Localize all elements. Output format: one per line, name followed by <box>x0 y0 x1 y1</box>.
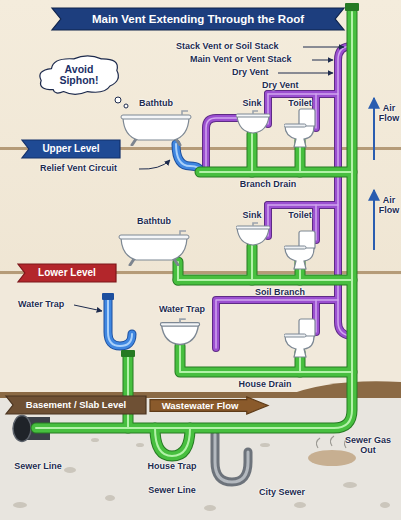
drain-pipe-outline <box>36 12 352 456</box>
vent-pipe <box>206 46 352 348</box>
callout-cloud-outline <box>40 56 119 94</box>
vent-pipe-outline <box>206 46 352 348</box>
node-text: Main Vent Extending Through the Roof <box>92 13 304 25</box>
part-label: City Sewer <box>259 488 305 498</box>
stone <box>91 438 99 442</box>
toilet-fixture <box>284 109 315 147</box>
leader-line <box>278 73 333 74</box>
part-label: Bathtub <box>139 99 173 109</box>
sink-fixture <box>236 111 270 133</box>
part-label: Branch Drain <box>240 180 297 190</box>
drain-pipe <box>36 12 352 456</box>
node-text: Lower Level <box>38 268 96 279</box>
part-label: Sewer Gas Out <box>342 436 394 456</box>
trap-cap <box>102 293 114 300</box>
stone <box>380 502 390 508</box>
city-sewer-trap-shine <box>215 434 248 482</box>
bathtub-fixture <box>119 231 189 265</box>
air-flow-arrow <box>373 190 375 250</box>
node-text: Upper Level <box>42 144 99 155</box>
basin-fixture <box>160 319 199 344</box>
part-label: Air Flow <box>377 104 401 124</box>
node-text: Wastewater Flow <box>162 401 239 411</box>
level-band: Basement / Slab Level <box>6 396 146 414</box>
stone <box>204 505 216 511</box>
part-label: Soil Branch <box>255 288 305 298</box>
city-sewer-trap <box>215 434 248 482</box>
leader-line <box>74 305 102 311</box>
sink-fixture <box>236 223 270 245</box>
toilet-fixture <box>284 231 315 269</box>
trap-pipe-shine <box>108 144 200 346</box>
stone <box>294 502 306 508</box>
vent-banner-outline <box>52 8 344 30</box>
trap-pipe <box>108 144 200 346</box>
ground <box>0 395 401 520</box>
part-label: Dry Vent <box>262 81 299 91</box>
toilet-fixture <box>284 319 315 357</box>
part-label: Water Trap <box>159 305 205 315</box>
thought-bubble <box>124 104 128 108</box>
drain-pipe-shine <box>36 12 352 456</box>
trap-pipe-outline <box>108 144 200 346</box>
part-label: Dry Vent <box>232 68 269 78</box>
part-label: Main Vent or Vent Stack <box>190 55 292 65</box>
vent-pipe-shine <box>206 46 352 348</box>
part-label: House Drain <box>238 380 291 390</box>
leader-line <box>303 47 344 48</box>
part-label: Sink <box>242 211 261 221</box>
part-label: Sink <box>242 99 261 109</box>
stone <box>136 443 144 447</box>
thought-bubble <box>115 97 121 103</box>
gas-wisps <box>316 436 348 448</box>
flow-arrow: Wastewater Flow <box>150 397 268 414</box>
bathtub-fixture <box>121 111 191 145</box>
callout-cloud: Avoid Siphon! <box>36 52 122 98</box>
part-label: Air Flow <box>377 196 401 216</box>
stone <box>13 502 27 508</box>
flow-arrow-outline <box>150 397 268 414</box>
stone <box>343 482 357 488</box>
part-label: Stack Vent or Soil Stack <box>176 42 279 52</box>
part-label: Toilet <box>288 211 311 221</box>
stone <box>64 467 76 473</box>
part-label: Water Trap <box>18 300 64 310</box>
leader-line <box>312 60 333 61</box>
node-text: Avoid Siphon! <box>51 64 107 86</box>
stone <box>105 495 115 501</box>
part-label: Relief Vent Circuit <box>40 164 117 174</box>
dirt-mound <box>286 381 401 398</box>
level-band: Lower Level <box>18 264 116 282</box>
level-band-outline <box>18 264 116 282</box>
vent-banner: Main Vent Extending Through the Roof <box>52 8 344 30</box>
part-label: House Trap <box>147 462 196 472</box>
leader-line <box>139 160 170 169</box>
sewer-gas-patch <box>308 450 356 466</box>
level-band: Upper Level <box>22 140 120 158</box>
part-label: Sewer Line <box>148 486 196 496</box>
level-band-outline <box>22 140 120 158</box>
gravel <box>13 438 390 511</box>
level-band-outline <box>6 396 146 414</box>
part-label: Bathtub <box>137 217 171 227</box>
part-label: Toilet <box>288 99 311 109</box>
stone <box>260 443 270 447</box>
part-label: Sewer Line <box>14 462 62 472</box>
roof-vent-cap <box>345 3 359 11</box>
house-trap-vent-cap <box>121 350 135 357</box>
node-text: Basement / Slab Level <box>26 400 126 410</box>
air-flow-arrow <box>373 98 375 160</box>
sewer-pipe-opening <box>13 416 31 442</box>
